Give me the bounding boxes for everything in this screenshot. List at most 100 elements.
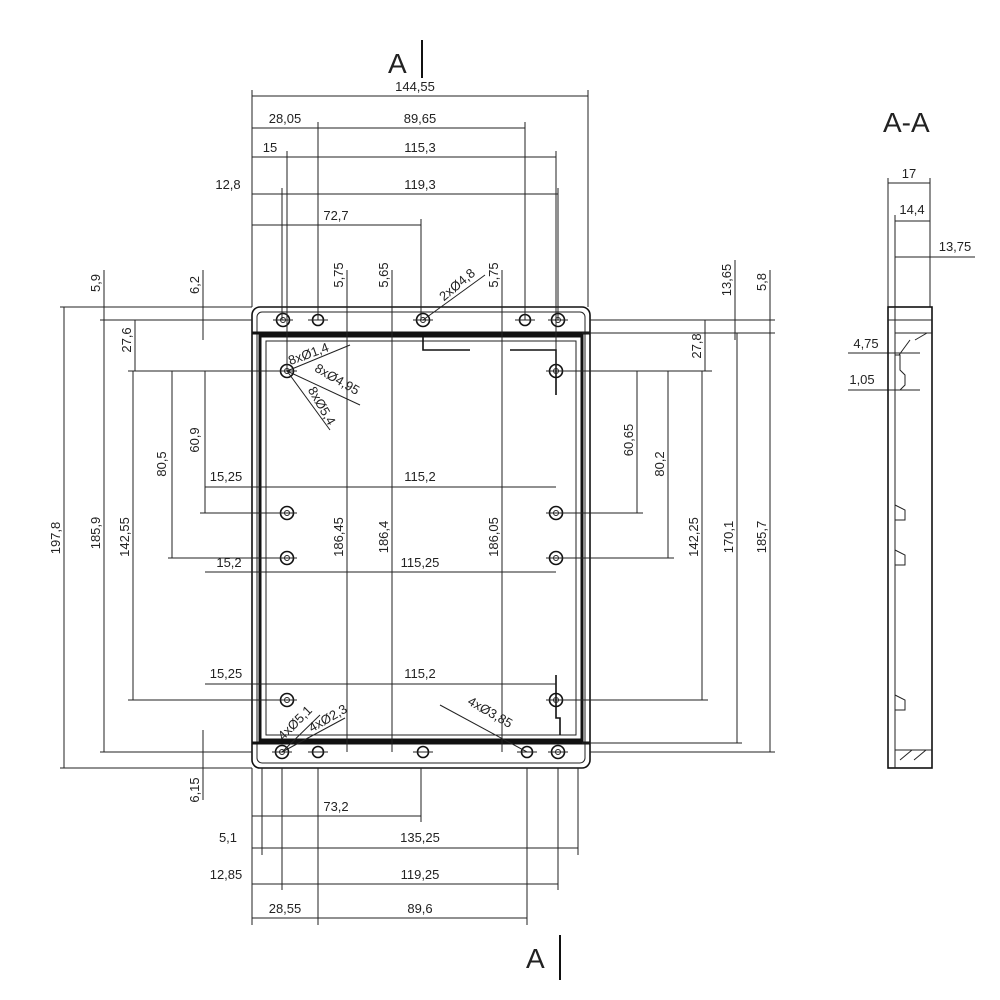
- dimension-left-197-8: 197,8: [48, 307, 65, 768]
- dimension-left-80-5: 80,5: [154, 371, 173, 558]
- dimension-in-186-45: 186,45: [331, 320, 348, 752]
- dimension-label: 4,75: [853, 336, 878, 351]
- dimension-label: 15,2: [216, 555, 241, 570]
- section-profile: [887, 306, 933, 769]
- dimension-label: 5,65: [376, 262, 391, 287]
- dimension-row1-115-2: 115,2: [287, 469, 556, 488]
- dimension-label: 115,3: [404, 140, 436, 155]
- dimension-right-60-65: 60,65: [621, 371, 638, 513]
- dimension-label: 60,9: [187, 427, 202, 452]
- dimension-in-186-4: 186,4: [376, 320, 393, 752]
- dimension-label: 72,7: [323, 208, 348, 223]
- enclosure-outline: [251, 306, 591, 769]
- dimension-row2-15-2: 15,2: [205, 555, 287, 573]
- dimension-row2-115-25: 115,25: [287, 555, 556, 573]
- holes: [272, 312, 568, 760]
- right-bottom-rib: [555, 675, 561, 735]
- hole-callout: 8xØ5,4: [305, 384, 339, 428]
- mounting-hole-icon: [413, 745, 433, 759]
- dimension-row3-15-25: 15,25: [205, 666, 287, 685]
- dimension-top-12-8: 12,8: [215, 177, 282, 195]
- dimension-right-142-25: 142,25: [686, 371, 703, 700]
- dimension-label: 144,55: [395, 79, 435, 94]
- enclosure-plan-view: [251, 306, 591, 769]
- section-step: [895, 354, 906, 391]
- dimension-label: 28,05: [269, 111, 302, 126]
- dimension-label: 170,1: [721, 521, 736, 554]
- dimension-label: 142,55: [117, 517, 132, 557]
- dimension-label: 80,5: [154, 451, 169, 476]
- hatch: [914, 332, 928, 341]
- dimension-v-5-75-b: 5,75: [486, 262, 503, 320]
- dimension-label: 5,8: [754, 273, 769, 291]
- dimension-label: 197,8: [48, 522, 63, 555]
- dimension-label: 27,6: [119, 327, 134, 352]
- dimension-bot-5-1: 5,1: [219, 830, 262, 849]
- dimension-label: 73,2: [323, 799, 348, 814]
- dimension-label: 15: [263, 140, 277, 155]
- dimension-bot-119-25: 119,25: [282, 867, 558, 885]
- dimension-label: 6,2: [187, 276, 202, 294]
- dimension-label: 15,25: [210, 469, 243, 484]
- dimension-label: 185,7: [754, 521, 769, 554]
- dimension-v-6-2: 6,2: [187, 270, 204, 340]
- dimension-label: 119,25: [401, 867, 440, 882]
- dimension-left-27-6: 27,6: [119, 320, 136, 371]
- dimension-label: 80,2: [652, 451, 667, 476]
- dimension-top-72-7: 72,7: [252, 208, 421, 226]
- dimension-v-5-8: 5,8: [754, 270, 771, 320]
- dimension-sec-1-05: 1,05: [848, 372, 920, 391]
- dimension-v-13-65: 13,65: [719, 260, 736, 340]
- dimension-label: 89,6: [407, 901, 432, 916]
- dimension-top-overall: 144,55: [252, 79, 588, 97]
- section-marker-top: A: [388, 48, 407, 79]
- dimension-top-15: 15: [252, 140, 287, 158]
- dimension-bot-12-85: 12,85: [210, 867, 282, 885]
- dimension-right-185-7: 185,7: [754, 320, 771, 752]
- dimension-right-80-2: 80,2: [652, 371, 669, 558]
- mounting-hole-icon: [548, 744, 568, 760]
- dimension-label: 115,2: [404, 666, 436, 681]
- dimension-label: 5,9: [88, 274, 103, 292]
- dimension-label: 185,9: [88, 517, 103, 550]
- dimension-label: 115,2: [404, 469, 436, 484]
- section-title: A-A: [883, 107, 930, 138]
- dimension-label: 115,25: [401, 555, 440, 570]
- dimension-label: 13,75: [939, 239, 972, 254]
- dimension-top-28-05: 28,05: [252, 111, 318, 129]
- dimension-bot-73-2: 73,2: [252, 799, 421, 817]
- dimension-bot-28-55: 28,55: [252, 901, 318, 919]
- mounting-hole-icon: [273, 312, 293, 328]
- mounting-hole-icon: [308, 745, 328, 759]
- dimension-sec-17: 17: [888, 166, 930, 184]
- mounting-hole-icon: [272, 744, 292, 760]
- dimension-v-5-9: 5,9: [88, 270, 105, 320]
- dimension-left-185-9: 185,9: [88, 320, 105, 752]
- dimension-label: 5,1: [219, 830, 237, 845]
- hole-callout: 4xØ3,85: [465, 693, 515, 731]
- hatch: [898, 339, 911, 356]
- dimension-label: 60,65: [621, 424, 636, 457]
- dimension-left-6-15: 6,15: [187, 730, 204, 803]
- dimension-label: 142,25: [686, 517, 701, 557]
- dimension-label: 13,65: [719, 264, 734, 297]
- dimension-in-186-05: 186,05: [486, 320, 503, 752]
- dimension-label: 119,3: [404, 177, 436, 192]
- dimension-label: 186,05: [486, 517, 501, 557]
- dimension-label: 5,75: [486, 262, 501, 287]
- dimension-label: 12,85: [210, 867, 243, 882]
- dimension-left-60-9: 60,9: [187, 371, 206, 513]
- hatch: [913, 749, 927, 761]
- dimension-label: 12,8: [215, 177, 240, 192]
- section-view-a-a: [887, 306, 933, 769]
- dimension-label: 27,8: [689, 333, 704, 358]
- dimension-right-27-8: 27,8: [689, 320, 706, 371]
- dimension-label: 14,4: [899, 202, 924, 217]
- dimension-v-5-65: 5,65: [376, 262, 393, 320]
- dimension-label: 1,05: [849, 372, 874, 387]
- hatch: [899, 749, 913, 761]
- dimension-row3-115-2: 115,2: [287, 666, 556, 685]
- top-rib: [422, 333, 470, 351]
